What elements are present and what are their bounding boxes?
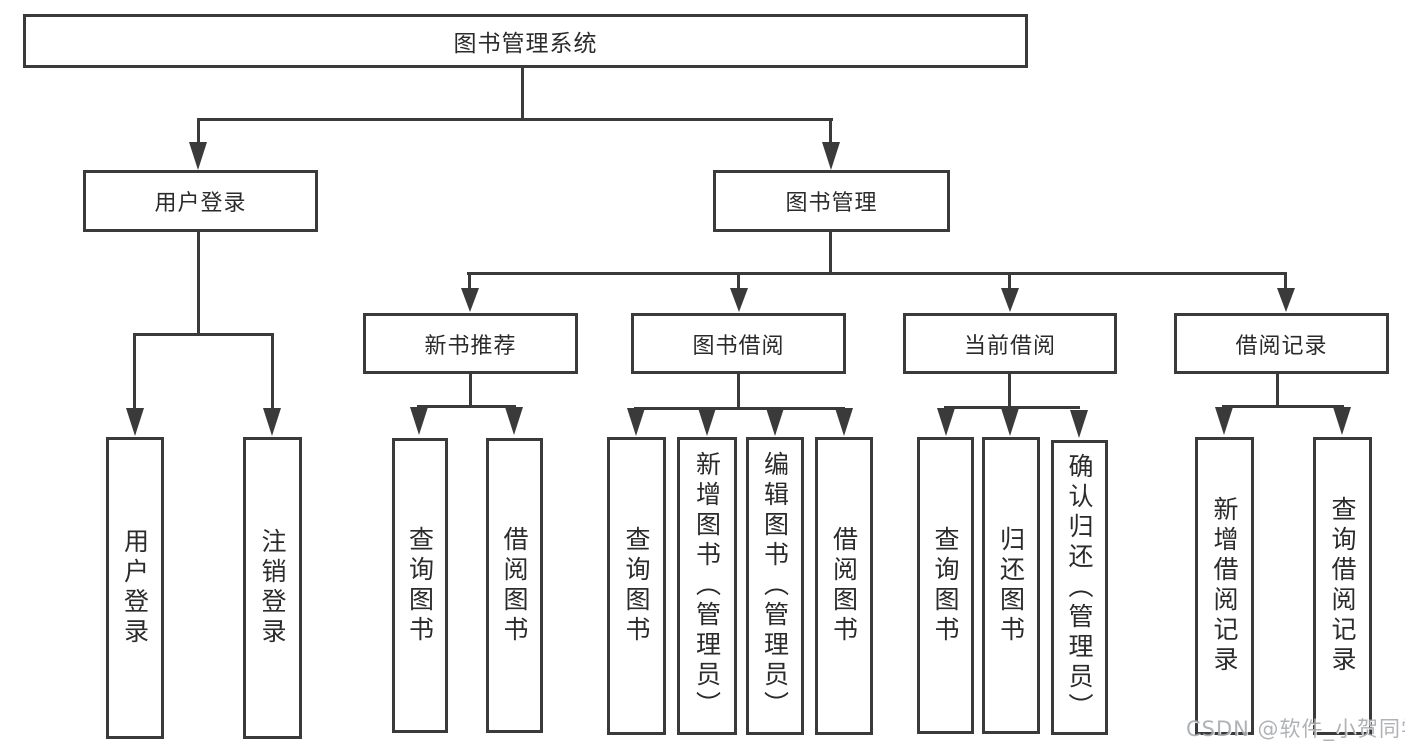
node-new-book-rec: 新书推荐 (363, 313, 578, 374)
connector-stem-new-book (468, 272, 471, 290)
connector-book-borrow-drop (737, 374, 740, 410)
leaf-logout: 注销登录 (243, 437, 302, 739)
arrowhead-leaf-query-book-3 (937, 408, 955, 436)
arrowhead-book-borrow (730, 288, 748, 312)
connector-current-borrow-drop (1008, 374, 1011, 408)
leaf-user-login: 用户登录 (106, 437, 164, 739)
arrowhead-leaf-edit-book (766, 408, 784, 436)
node-user-login: 用户登录 (83, 170, 318, 232)
leaf-add-book-admin: 新增图书（管理员） (677, 437, 737, 735)
arrowhead-leaf-add-book (698, 408, 716, 436)
connector-level1-rail (197, 118, 833, 121)
connector-new-book-drop (469, 374, 472, 408)
node-book-mgmt: 图书管理 (713, 170, 950, 232)
arrowhead-borrow-records (1277, 288, 1295, 312)
arrowhead-leaf-query-book-1 (410, 407, 428, 435)
leaf-query-record: 查询借阅记录 (1313, 437, 1372, 735)
arrowhead-leaf-return-book (1001, 408, 1019, 436)
arrowhead-leaf-borrow-book-2 (835, 408, 853, 436)
leaf-borrow-book-1: 借阅图书 (486, 438, 543, 733)
leaf-borrow-book-2: 借阅图书 (815, 437, 873, 735)
connector-new-book-rail (417, 405, 516, 408)
connector-stem-user-login (197, 118, 200, 146)
leaf-edit-book-admin: 编辑图书（管理员） (746, 437, 804, 735)
node-root: 图书管理系统 (23, 14, 1028, 68)
arrowhead-leaf-confirm-return (1070, 410, 1088, 438)
connector-borrow-records-drop (1276, 374, 1279, 408)
leaf-add-record: 新增借阅记录 (1195, 437, 1254, 735)
watermark: CSDN @软件_小贺同学 (1186, 717, 1405, 741)
connector-stem-borrow-records (1284, 272, 1287, 290)
leaf-return-book: 归还图书 (982, 437, 1040, 734)
arrowhead-book-mgmt (822, 142, 840, 170)
connector-stem-book-borrow (737, 272, 740, 290)
connector-stem-current-borrow (1008, 272, 1011, 290)
connector-book-mgmt-drop (829, 232, 832, 274)
connector-stem-leaf-user-login (133, 333, 136, 411)
leaf-query-book-3: 查询图书 (917, 437, 974, 734)
arrowhead-new-book (461, 288, 479, 312)
leaf-query-book-1: 查询图书 (392, 438, 448, 733)
connector-root-drop (521, 68, 524, 121)
connector-book-borrow-rail (634, 407, 845, 410)
connector-stem-leaf-logout (271, 333, 274, 411)
leaf-confirm-return-admin: 确认归还（管理员） (1051, 440, 1108, 735)
connector-level2-rail (467, 272, 1287, 275)
node-book-borrow: 图书借阅 (631, 313, 846, 374)
arrowhead-leaf-logout (263, 408, 281, 436)
arrowhead-leaf-query-book-2 (627, 408, 645, 436)
connector-user-login-drop (197, 232, 200, 336)
arrowhead-user-login (189, 142, 207, 170)
arrowhead-leaf-add-record (1215, 407, 1233, 435)
node-current-borrow: 当前借阅 (903, 313, 1117, 374)
arrowhead-leaf-borrow-book-1 (505, 407, 523, 435)
node-borrow-records: 借阅记录 (1174, 313, 1389, 374)
arrowhead-leaf-user-login (126, 408, 144, 436)
arrowhead-current-borrow (1001, 288, 1019, 312)
connector-stem-book-mgmt (829, 118, 832, 146)
connector-borrow-records-rail (1222, 405, 1344, 408)
arrowhead-leaf-query-record (1333, 407, 1351, 435)
connector-user-login-rail (133, 333, 274, 336)
connector-current-borrow-rail (944, 406, 1080, 409)
leaf-query-book-2: 查询图书 (607, 437, 666, 735)
